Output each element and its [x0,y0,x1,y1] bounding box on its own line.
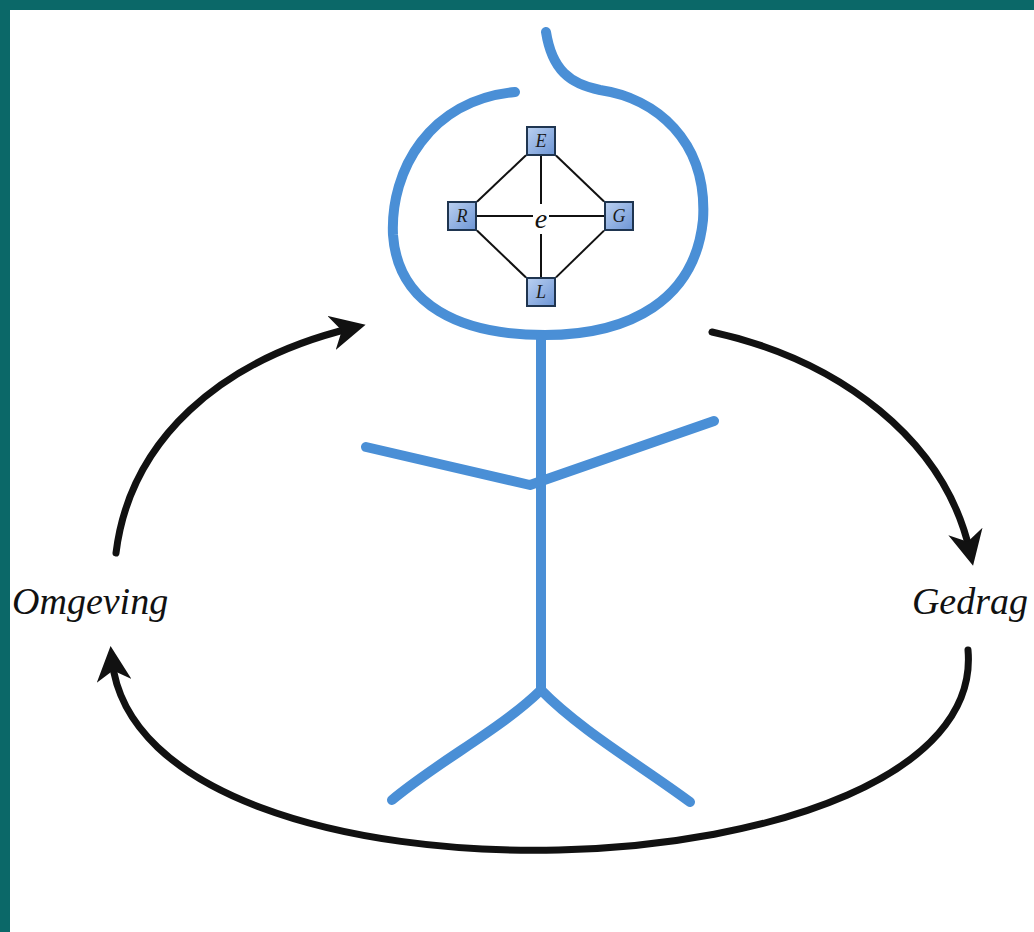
box-letter: R [457,207,468,225]
environment-label: Omgeving [12,581,168,623]
box-letter: L [536,283,546,301]
box-letter: G [613,207,626,225]
letter-box: E [526,126,556,156]
letter-box: G [604,201,634,231]
connector-line [477,155,526,202]
connector-line [556,231,604,278]
stick-figure [366,32,714,802]
connector-line [556,155,604,201]
letter-box: R [447,201,477,231]
cycle-arrows [112,328,970,850]
letter-box: L [526,277,556,307]
center-letter: e [533,204,549,235]
connector-line [477,230,526,277]
page-ground [10,10,1034,932]
box-letter: E [536,132,547,150]
behaviour-label: Gedrag [912,581,1028,623]
